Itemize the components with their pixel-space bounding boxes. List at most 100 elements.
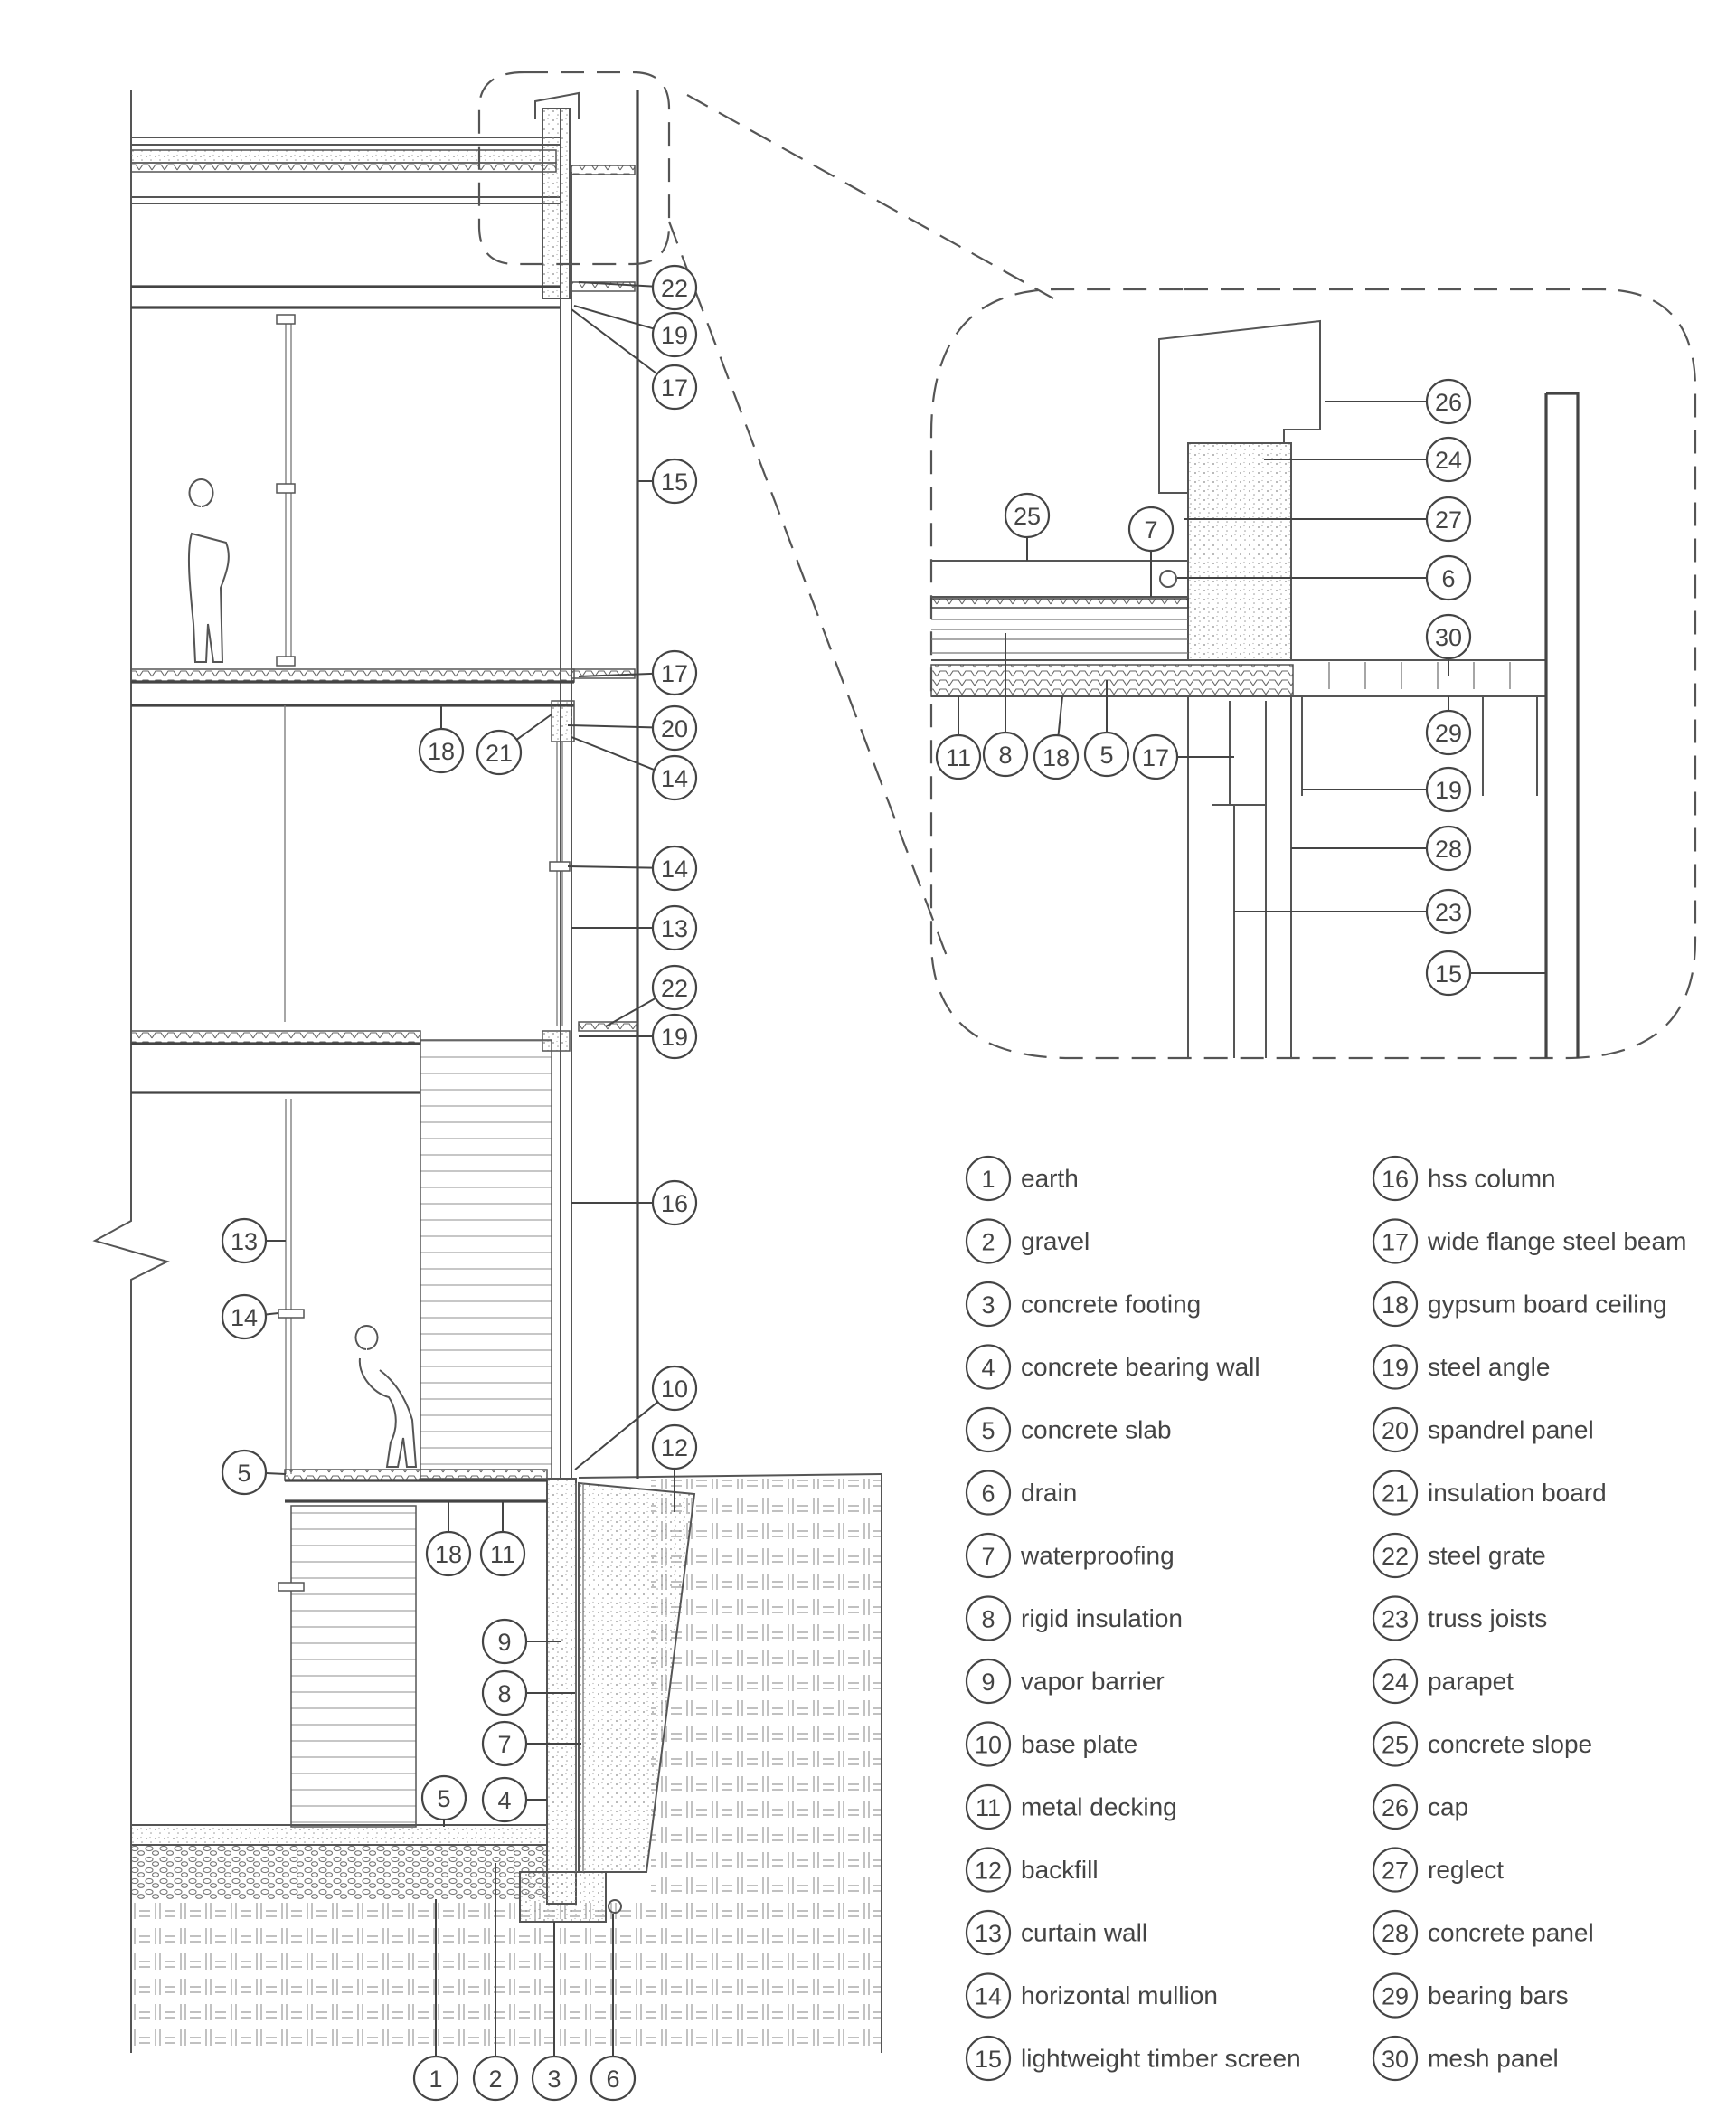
- legend-number-circle: [1372, 1406, 1419, 1453]
- legend-number-circle: [965, 1658, 1012, 1705]
- callout-circle: [651, 1365, 698, 1412]
- legend-item-19: 19 steel angle: [1372, 1344, 1550, 1390]
- callout-24: 24: [1264, 436, 1472, 483]
- legend-number-circle: [965, 2035, 1012, 2082]
- legend-number-circle: [965, 1406, 1012, 1453]
- callout-circle: [1425, 709, 1472, 756]
- callout-number: 27: [1435, 506, 1462, 534]
- callout-28: 28: [1291, 825, 1472, 872]
- legend-number: 16: [1382, 1166, 1409, 1193]
- callout-13: 13: [221, 1217, 286, 1264]
- drain-pipe: [608, 1899, 622, 1914]
- legend-number: 7: [981, 1543, 995, 1570]
- callout-circle: [651, 704, 698, 752]
- callout-22: 22: [578, 264, 698, 311]
- callout-circle: [420, 1774, 467, 1821]
- callout-circle: [651, 1013, 698, 1060]
- zoom-outline-small: [477, 71, 671, 266]
- callout-circle: [935, 733, 982, 780]
- callout-8: 8: [481, 1669, 575, 1716]
- callout-30: 30: [1425, 613, 1472, 676]
- person-figure-bending: [354, 1325, 418, 1468]
- legend-number-circle: [965, 1783, 1012, 1830]
- legend-label: wide flange steel beam: [1427, 1227, 1686, 1255]
- callout-number: 13: [661, 915, 688, 942]
- callout-circle: [221, 1217, 268, 1264]
- callout-25: 25: [1004, 492, 1051, 561]
- callout-number: 14: [231, 1304, 258, 1331]
- callout-11: 11: [935, 696, 982, 780]
- legend-number: 30: [1382, 2046, 1409, 2073]
- callout-number: 13: [231, 1228, 258, 1255]
- callout-number: 14: [661, 765, 688, 792]
- legend-number-circle: [1372, 1344, 1419, 1390]
- callout-circle: [982, 731, 1029, 778]
- legend-item-9: 9 vapor barrier: [965, 1658, 1165, 1705]
- legend-number: 9: [981, 1669, 995, 1696]
- legend-number: 14: [975, 1983, 1002, 2010]
- legend-label: insulation board: [1428, 1479, 1607, 1507]
- person-figure-standing: [187, 478, 230, 663]
- callout-circle: [651, 311, 698, 358]
- legend-label: backfill: [1021, 1856, 1099, 1884]
- legend-label: spandrel panel: [1428, 1416, 1594, 1444]
- callout-circle: [481, 1618, 528, 1665]
- callout-number: 19: [661, 322, 688, 349]
- callout-leader: [605, 997, 656, 1027]
- legend-number-circle: [965, 1909, 1012, 1956]
- legend-number: 21: [1382, 1480, 1409, 1508]
- legend-number: 29: [1382, 1983, 1409, 2010]
- callout-leader: [265, 1312, 279, 1316]
- callout-6: 6: [590, 1914, 637, 2102]
- earth-hatch-outside: [651, 1479, 882, 1904]
- callout-circle: [221, 1449, 268, 1496]
- callout-circle: [590, 2055, 637, 2102]
- callout-6: 6: [1177, 554, 1472, 601]
- legend-number: 12: [975, 1858, 1002, 1885]
- callout-number: 5: [437, 1785, 450, 1812]
- legend-number: 19: [1382, 1355, 1409, 1382]
- callout-circle: [531, 2055, 578, 2102]
- callout-number: 15: [1435, 960, 1462, 988]
- callout-number: 18: [428, 738, 455, 765]
- legend-number: 4: [981, 1355, 995, 1382]
- callout-circle: [651, 845, 698, 892]
- legend-number-circle: [965, 1155, 1012, 1202]
- legend-number: 27: [1382, 1858, 1409, 1885]
- callout-16: 16: [571, 1179, 698, 1226]
- callout-5: 5: [420, 1774, 467, 1827]
- legend-number-circle: [1372, 1595, 1419, 1641]
- legend-label: steel grate: [1428, 1542, 1546, 1570]
- callout-number: 25: [1014, 503, 1041, 530]
- callout-circle: [425, 1530, 472, 1577]
- callout-number: 28: [1435, 836, 1462, 863]
- gravel-hatch: [131, 1845, 547, 1899]
- legend-label: vapor barrier: [1021, 1668, 1165, 1696]
- callout-circle: [1425, 554, 1472, 601]
- legend-label: steel angle: [1428, 1353, 1550, 1381]
- legend-number: 10: [975, 1732, 1002, 1759]
- callout-number: 11: [946, 744, 971, 771]
- callout-number: 7: [497, 1731, 511, 1758]
- concrete-footing: [519, 1871, 607, 1923]
- callout-circle: [1425, 825, 1472, 872]
- stair-lower: [290, 1505, 417, 1828]
- callout-number: 2: [488, 2066, 502, 2093]
- callout-leader: [578, 672, 654, 677]
- callout-7: 7: [1127, 506, 1175, 597]
- callout-circle: [412, 2055, 459, 2102]
- callout-number: 17: [1142, 744, 1169, 771]
- callout-number: 18: [1043, 744, 1070, 771]
- callout-2: 2: [472, 1863, 519, 2102]
